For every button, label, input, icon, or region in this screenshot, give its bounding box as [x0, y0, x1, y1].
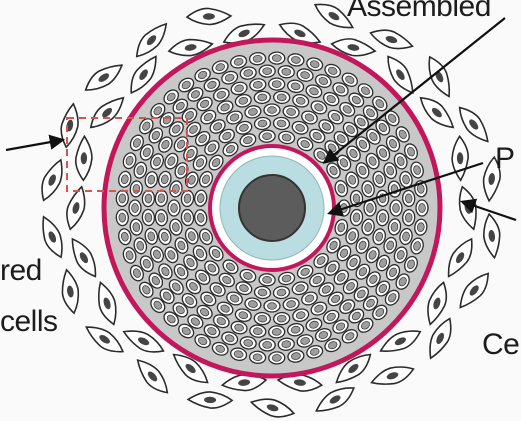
label-cells: cells — [0, 307, 58, 337]
granulosa-nucleus — [262, 276, 271, 283]
granulosa-cell — [116, 209, 129, 226]
oocyte-nucleus — [239, 175, 305, 241]
granulosa-nucleus — [171, 204, 178, 213]
label-p: P — [495, 144, 515, 174]
granulosa-cell — [142, 209, 155, 226]
granulosa-nucleus — [132, 204, 139, 213]
theca-cell — [187, 8, 231, 25]
granulosa-cell — [268, 326, 284, 339]
granulosa-nucleus — [119, 194, 126, 203]
granulosa-cell — [402, 209, 415, 226]
theca-cell — [59, 268, 82, 314]
granulosa-nucleus — [405, 194, 412, 203]
granulosa-nucleus — [367, 204, 374, 213]
theca-cell — [36, 157, 68, 204]
granulosa-cell — [116, 190, 129, 207]
granulosa-nucleus — [405, 213, 412, 222]
granulosa-cell — [269, 52, 285, 64]
theca-cell — [442, 235, 479, 281]
granulosa-cell — [416, 200, 428, 216]
granulosa-nucleus — [272, 354, 281, 361]
theca-cell — [368, 25, 415, 54]
theca-cell — [93, 280, 122, 327]
theca-cell — [481, 213, 502, 259]
granulosa-cell — [259, 273, 276, 286]
granulosa-cell — [264, 300, 280, 312]
granulosa-nucleus — [393, 204, 400, 213]
granulosa-nucleus — [263, 68, 272, 75]
theca-cell — [75, 136, 92, 180]
granulosa-nucleus — [268, 303, 277, 310]
theca-cell — [369, 361, 416, 390]
granulosa-cell — [259, 65, 275, 78]
theca-cell — [58, 102, 81, 148]
granulosa-cell — [269, 352, 285, 364]
theca-cell — [82, 320, 128, 358]
theca-cell — [81, 59, 126, 97]
granulosa-cell — [168, 200, 180, 216]
granulosa-nucleus — [272, 328, 281, 335]
granulosa-nucleus — [119, 213, 126, 222]
granulosa-nucleus — [268, 107, 277, 114]
arrow-left-to-box — [6, 140, 62, 150]
theca-cell — [452, 136, 469, 180]
granulosa-nucleus — [263, 341, 272, 348]
granulosa-nucleus — [419, 204, 426, 213]
granulosa-cell — [268, 78, 284, 91]
theca-cell — [454, 268, 494, 312]
granulosa-cell — [259, 130, 276, 143]
label-assembled: Assembled — [347, 0, 491, 22]
granulosa-cell — [129, 200, 141, 216]
theca-cell — [132, 355, 174, 398]
granulosa-nucleus — [272, 81, 281, 88]
label-ce: Ce — [482, 330, 519, 360]
granulosa-cell — [264, 104, 280, 116]
theca-cell — [188, 391, 232, 408]
theca-cell — [249, 394, 296, 421]
granulosa-nucleus — [145, 213, 152, 222]
label-red: red — [0, 256, 42, 286]
granulosa-nucleus — [145, 194, 152, 203]
granulosa-cell — [142, 190, 155, 207]
theca-cell — [131, 18, 172, 61]
granulosa-nucleus — [262, 133, 271, 140]
granulosa-nucleus — [272, 55, 281, 62]
theca-cell — [423, 315, 457, 362]
granulosa-cell — [259, 339, 275, 352]
granulosa-cell — [402, 190, 415, 207]
granulosa-cell — [390, 200, 402, 216]
